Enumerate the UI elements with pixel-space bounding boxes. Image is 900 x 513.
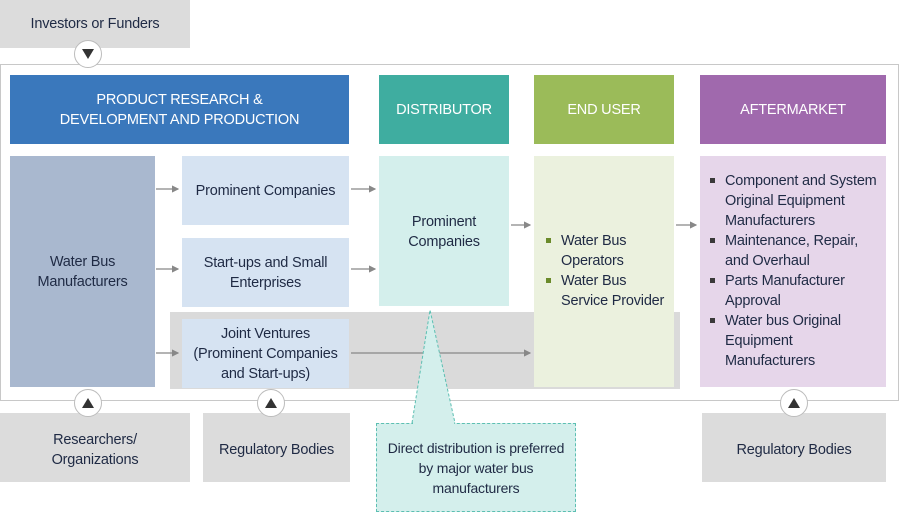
regulatory-right-box: Regulatory Bodies	[702, 413, 886, 482]
regulatory-right-connector	[780, 389, 808, 417]
arrow-up-icon	[265, 398, 277, 408]
callout-text: Direct distribution is preferred by majo…	[387, 439, 565, 496]
investors-label: Investors or Funders	[30, 16, 160, 32]
product-box-startups: Start-ups and Small Enterprises	[182, 238, 349, 307]
manufacturers-box: Water Bus Manufacturers	[10, 156, 155, 387]
callout-box: Direct distribution is preferred by majo…	[376, 423, 576, 512]
aftermarket-item: Component and System Original Equipment …	[710, 171, 882, 231]
product-box-prominent: Prominent Companies	[182, 156, 349, 225]
callout-pointer-mask	[413, 421, 454, 424]
header-end-user: END USER	[534, 75, 674, 144]
aftermarket-list: Component and System Original Equipment …	[710, 171, 882, 371]
arrow-up-icon	[82, 398, 94, 408]
aftermarket-item: Maintenance, Repair, and Overhaul	[710, 231, 870, 271]
researchers-connector	[74, 389, 102, 417]
product-box-joint-ventures: Joint Ventures (Prominent Companies and …	[182, 319, 349, 388]
investors-connector	[74, 40, 102, 68]
header-distributor: DISTRIBUTOR	[379, 75, 509, 144]
arrow-up-icon	[788, 398, 800, 408]
arrow-down-icon	[82, 49, 94, 59]
header-product: PRODUCT RESEARCH & DEVELOPMENT AND PRODU…	[10, 75, 349, 144]
header-aftermarket: AFTERMARKET	[700, 75, 886, 144]
aftermarket-box: Component and System Original Equipment …	[700, 156, 886, 387]
aftermarket-item: Parts Manufacturer Approval	[710, 271, 882, 311]
investors-box: Investors or Funders	[0, 0, 190, 48]
end-user-box: Water Bus Operators Water Bus Service Pr…	[534, 156, 674, 387]
regulatory-left-connector	[257, 389, 285, 417]
distributor-box: Prominent Companies	[379, 156, 509, 306]
regulatory-left-box: Regulatory Bodies	[203, 413, 350, 482]
end-user-list: Water Bus Operators Water Bus Service Pr…	[546, 231, 674, 311]
researchers-box: Researchers/ Organizations	[0, 413, 190, 482]
aftermarket-item: Water bus Original Equipment Manufacture…	[710, 311, 875, 371]
end-user-item: Water Bus Service Provider	[546, 271, 674, 311]
end-user-item: Water Bus Operators	[546, 231, 661, 271]
